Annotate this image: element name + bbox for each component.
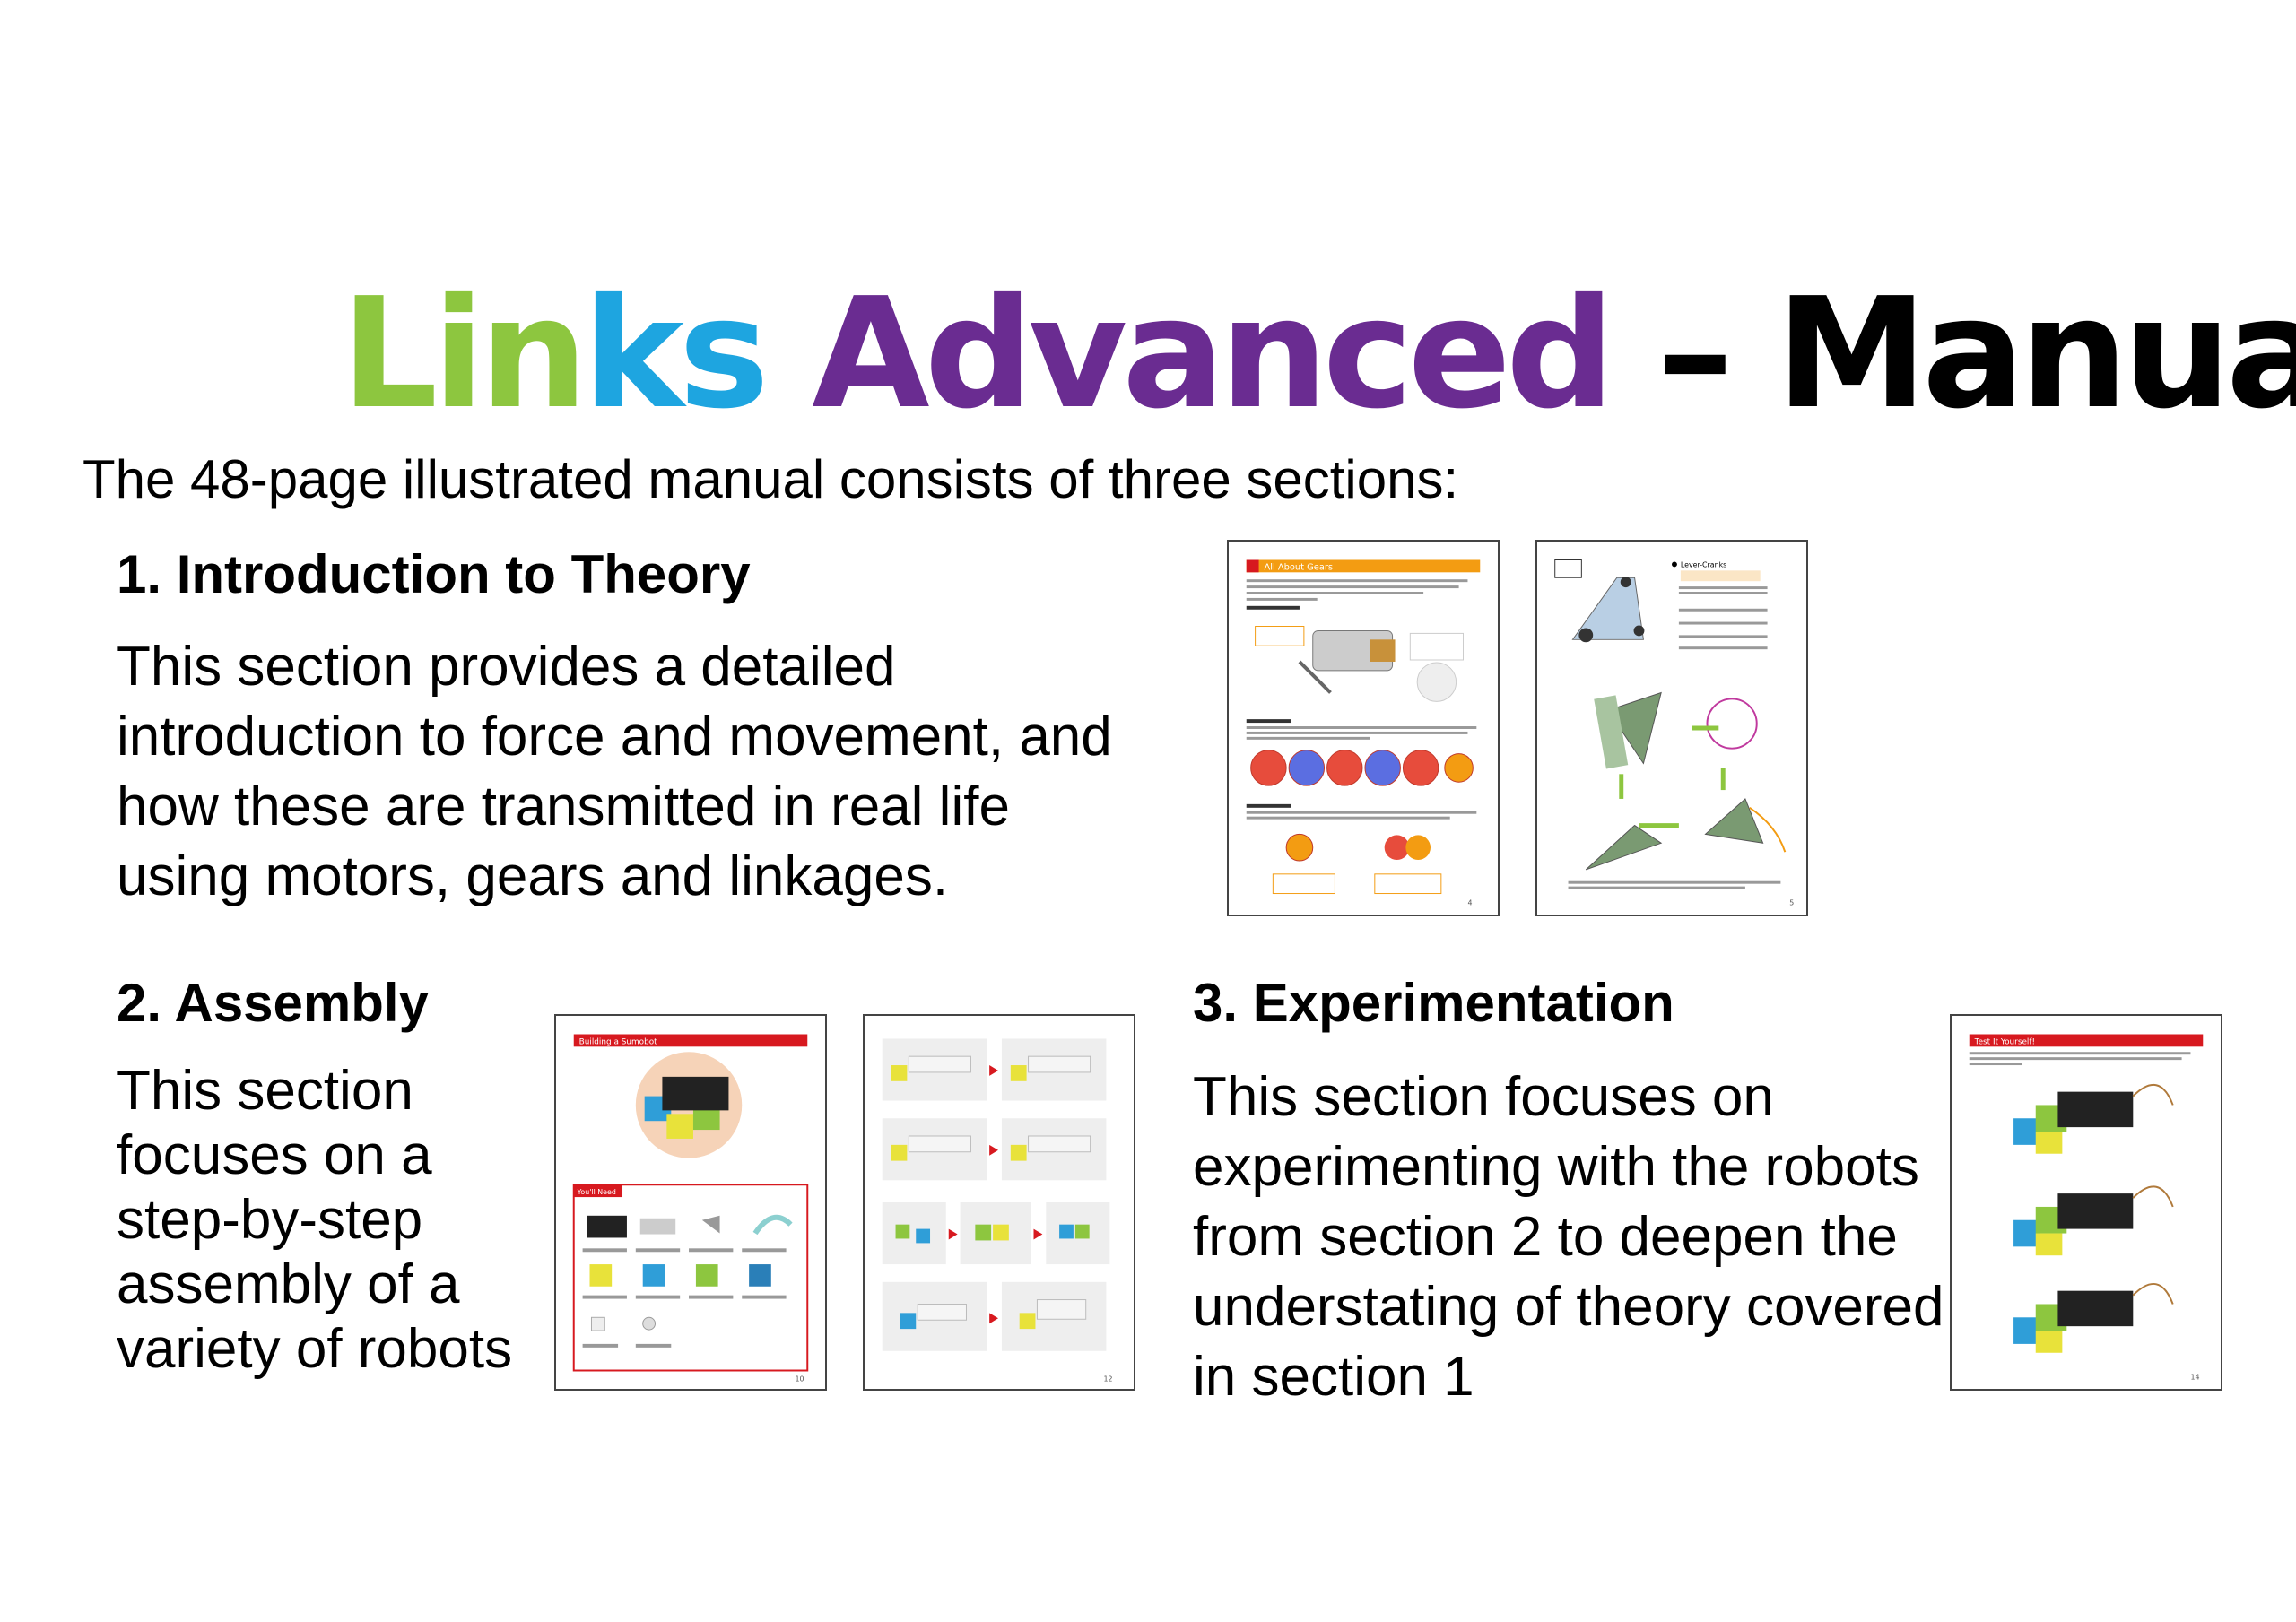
assembly-step-row-1 <box>882 1038 1107 1101</box>
test-page-header: Test It Yourself! <box>1974 1037 2035 1046</box>
title-links-blue: ks <box>582 265 770 443</box>
manual-page-thumbnail-sumobot: Building a Sumobot You'll Need 10 <box>554 1014 827 1391</box>
crank-page-illustration: Lever-Cranks 5 <box>1554 559 1794 906</box>
section-heading: 2. Assembly <box>117 973 429 1033</box>
robot-variant-3 <box>2013 1282 2174 1353</box>
test-page-illustration: Test It Yourself! 14 <box>1969 1034 2204 1381</box>
title-links-green: Lin <box>341 265 588 443</box>
page-number: 14 <box>2190 1373 2199 1381</box>
page-number: 5 <box>1789 898 1794 906</box>
section-assembly: 2. Assembly This section focuses on a st… <box>117 971 547 1382</box>
gears-page-illustration: All About Gears 4 <box>1246 559 1481 906</box>
title-advanced: Advanced <box>812 265 1615 443</box>
steps-page-illustration: 12 <box>882 1038 1112 1383</box>
title-manual: Manual <box>1776 265 2296 443</box>
you-need-label: You'll Need <box>577 1188 616 1196</box>
section-body: This section provides a detailed introdu… <box>117 636 1112 907</box>
linkage-diagram <box>1585 691 1787 871</box>
assembly-step-row-2 <box>882 1118 1107 1181</box>
gear-row <box>1250 750 1474 786</box>
manual-page-thumbnail-gears: All About Gears 4 <box>1227 540 1500 916</box>
section-heading: 1. Introduction to Theory <box>117 544 751 604</box>
title-links: Links <box>341 265 770 443</box>
manual-page-thumbnail-crank: Lever-Cranks 5 <box>1535 540 1808 916</box>
assembly-step-row-3 <box>882 1202 1110 1265</box>
assembly-step-row-4 <box>882 1281 1107 1351</box>
section-theory: 1. Introduction to Theory This section p… <box>117 542 1157 912</box>
crank-page-header: Lever-Cranks <box>1681 560 1726 568</box>
manual-page-thumbnail-steps: 12 <box>863 1014 1135 1391</box>
section-experimentation: 3. Experimentation This section focuses … <box>1193 971 1964 1412</box>
intro-text: The 48-page illustrated manual consists … <box>83 449 1459 509</box>
sumobot-image <box>644 1076 729 1139</box>
page-number: 4 <box>1467 898 1472 906</box>
title-dash: – <box>1609 265 1777 443</box>
manual-page-thumbnail-test: Test It Yourself! 14 <box>1950 1014 2222 1391</box>
sumobot-page-illustration: Building a Sumobot You'll Need 10 <box>572 1034 809 1383</box>
section-body: This section focuses on a step-by-step a… <box>117 1060 513 1380</box>
page-number: 10 <box>795 1375 804 1383</box>
section-body: This section focuses on experimenting wi… <box>1193 1066 1944 1408</box>
motor-image <box>1298 629 1396 694</box>
page-number: 12 <box>1103 1375 1112 1383</box>
sumobot-page-header: Building a Sumobot <box>579 1037 657 1046</box>
gears-page-header: All About Gears <box>1264 562 1333 572</box>
robot-variant-2 <box>2013 1185 2174 1256</box>
manual-title: Links Advanced – Manual <box>341 269 2296 439</box>
section-heading: 3. Experimentation <box>1193 973 1674 1033</box>
robot-variant-1 <box>2013 1083 2174 1154</box>
